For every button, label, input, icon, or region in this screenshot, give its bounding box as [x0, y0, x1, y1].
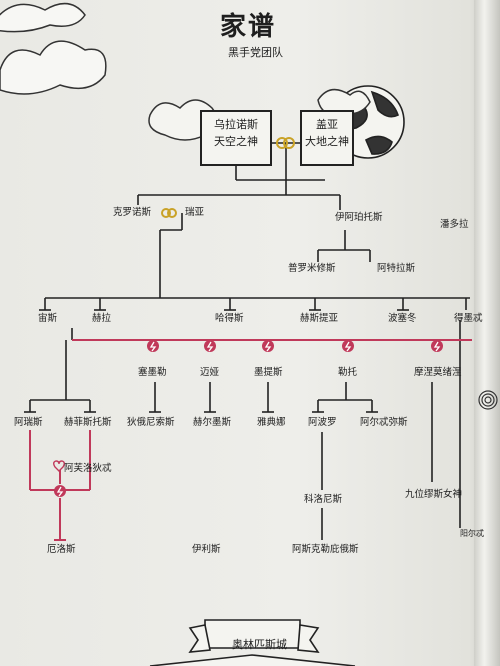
rhea-label: 瑞亚 [185, 207, 205, 218]
eros-label: 厄洛斯 [47, 544, 76, 555]
pandora-label: 潘多拉 [440, 219, 469, 230]
mnemosyne-label: 摩涅莫绪涅 [414, 367, 462, 378]
artemis-label: 阿尔忒弥斯 [360, 417, 408, 428]
aphrodite-label: 阿芙洛狄忒 [64, 463, 112, 474]
partial-label: 阳尔忒 [460, 529, 484, 538]
cronus-label: 克罗诺斯 [113, 207, 152, 218]
gaia-name: 盖亚 [316, 118, 338, 131]
hermes-label: 赫尔墨斯 [193, 417, 232, 428]
poseidon-label: 波塞冬 [388, 313, 417, 324]
leto-label: 勒托 [338, 367, 358, 378]
swirl-icon [478, 390, 498, 410]
maia-label: 迈娅 [200, 367, 220, 378]
hades-label: 哈得斯 [215, 313, 244, 324]
hestia-label: 赫斯提亚 [300, 313, 339, 324]
uranus-title: 天空之神 [214, 135, 258, 148]
rings-icon [161, 137, 295, 218]
metis-label: 墨提斯 [254, 367, 283, 378]
cloud-icon [0, 2, 107, 95]
iris-label: 伊利斯 [192, 544, 221, 555]
demeter-label: 得墨忒 [454, 313, 483, 324]
gaia-box: 盖亚 大地之神 [300, 110, 354, 166]
prometheus-label: 普罗米修斯 [288, 263, 336, 274]
zeus-label: 宙斯 [38, 313, 58, 324]
ares-label: 阿瑞斯 [14, 417, 43, 428]
asclepius-label: 阿斯克勒庇俄斯 [292, 544, 359, 555]
apollo-label: 阿波罗 [308, 417, 337, 428]
uranus-box: 乌拉诺斯 天空之神 [200, 110, 272, 166]
lightning-icon [54, 340, 443, 497]
page-subtitle: 黑手党团队 [228, 46, 283, 59]
dionysus-label: 狄俄尼索斯 [127, 417, 175, 428]
uranus-name: 乌拉诺斯 [214, 118, 258, 131]
atlas-label: 阿特拉斯 [377, 263, 416, 274]
banner-ribbon [149, 619, 356, 666]
heart-icon [53, 460, 65, 472]
gaia-title: 大地之神 [305, 135, 349, 148]
muses-label: 九位缪斯女神 [405, 489, 463, 500]
page-title: 家谱 [220, 12, 277, 42]
iapetus-label: 伊阿珀托斯 [335, 212, 383, 223]
semele-label: 塞墨勒 [138, 367, 167, 378]
athena-label: 雅典娜 [257, 417, 286, 428]
olympus-banner: 奥林匹斯城 [232, 638, 287, 651]
hera-label: 赫拉 [92, 313, 112, 324]
hephaestus-label: 赫菲斯托斯 [64, 417, 112, 428]
page-edge [474, 0, 500, 666]
coronis-label: 科洛尼斯 [304, 494, 343, 505]
